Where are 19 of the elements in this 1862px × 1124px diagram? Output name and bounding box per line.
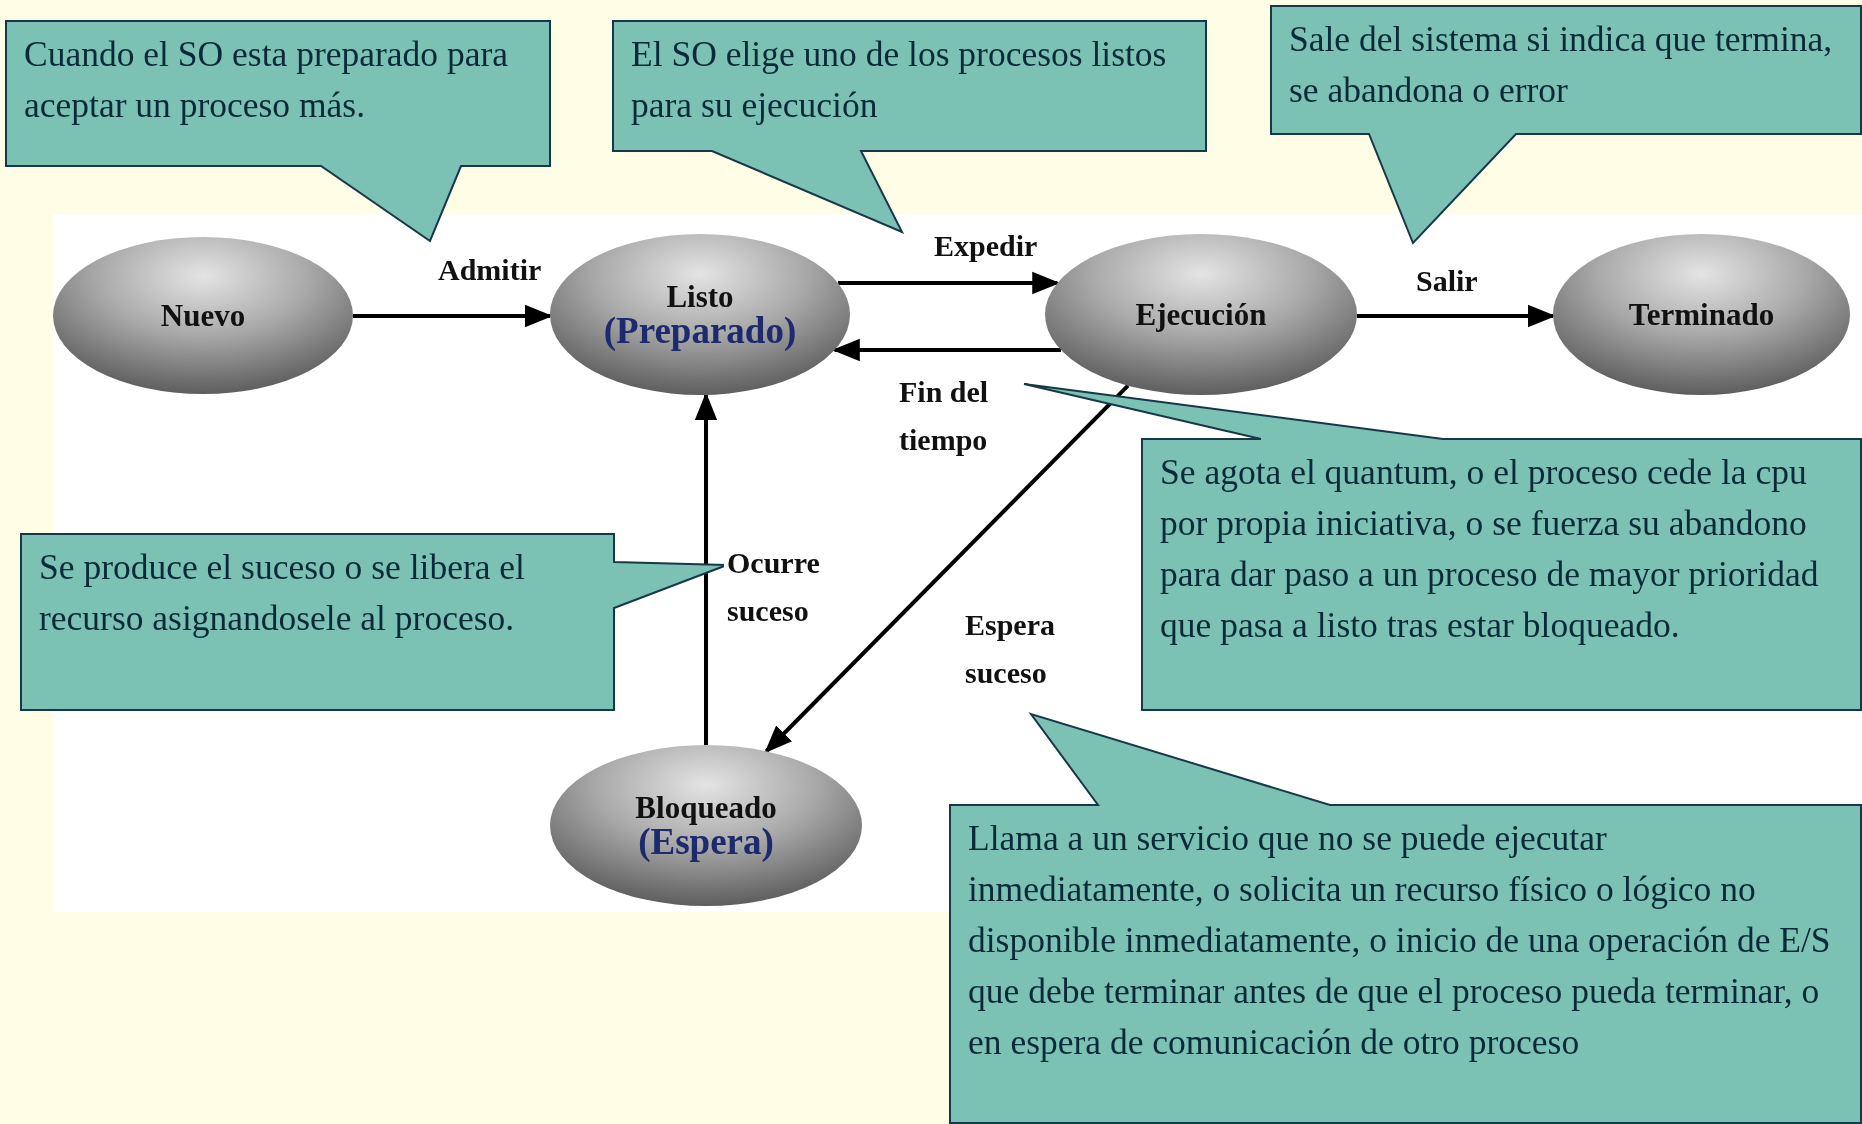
arrow <box>694 392 718 745</box>
state-label: Ejecución <box>1135 299 1267 330</box>
callout-bubble <box>613 21 1206 232</box>
state-label: Listo <box>666 280 734 312</box>
callout-bubble <box>6 21 550 241</box>
callout-bubble <box>21 534 727 710</box>
callout-text: Se agota el quantum, o el proceso cede la cpu por propia iniciativa, o se fuerza su abandono para dar paso a un proceso de mayor prioridad que pasa a listo tras estar bloqueado. <box>1160 451 1820 647</box>
callout-bubble <box>950 714 1861 1123</box>
callout-text: Llama a un servicio que no se puede ejecutar inmediatamente, o solicita un recurso físico o lógico no disponible inmediatamente, o inicio de una operación de E/S que debe terminar antes de que el proceso pueda terminar, o en espera de comunicación de otro proceso <box>968 817 1832 1064</box>
callout-text: Sale del sistema si indica que termina, se abandona o error <box>1289 18 1834 112</box>
callout-text: Se produce el suceso o se libera el recurso asignandosele al proceso. <box>39 546 526 640</box>
callout-text: El SO elige uno de los procesos listos para su ejecución <box>631 33 1168 127</box>
state-subtitle: (Preparado) <box>603 311 797 349</box>
state-label: Bloqueado <box>635 791 777 823</box>
callout-bubble <box>1271 6 1861 243</box>
arrow <box>764 384 1130 754</box>
callout-text: Cuando el SO esta preparado para aceptar un proceso más. <box>24 33 509 127</box>
state-label: Nuevo <box>160 300 246 331</box>
state-label: Terminado <box>1628 299 1775 330</box>
